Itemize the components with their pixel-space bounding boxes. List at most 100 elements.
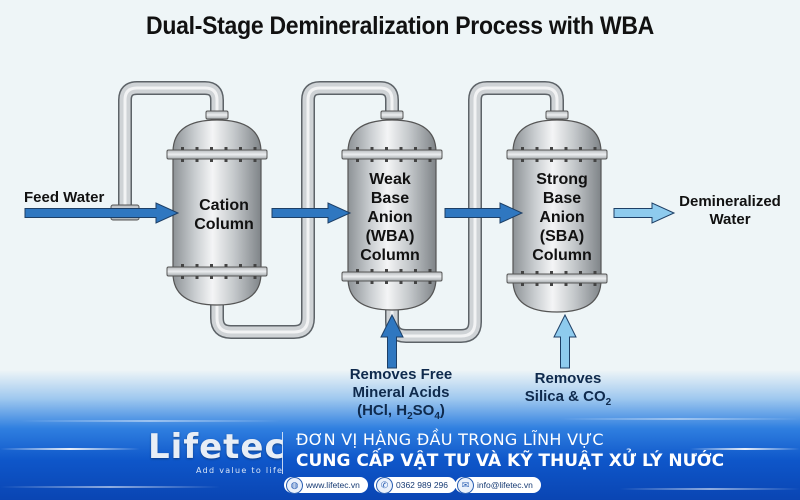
bolt (593, 271, 597, 274)
bolt (535, 271, 539, 274)
bolt (521, 283, 524, 286)
phone-icon: ✆ (376, 476, 393, 494)
banner-streak (0, 448, 140, 450)
cation-to-wba-arrow (271, 202, 352, 224)
bolt (210, 147, 213, 150)
bolt (356, 159, 359, 162)
bolt (239, 264, 242, 267)
bolt (579, 283, 582, 286)
lifetec-logo: Lifetec (148, 427, 286, 467)
sba-regen-arrow (553, 313, 577, 369)
bolt (356, 281, 359, 284)
email-link[interactable]: ✉ info@lifetec.vn (455, 476, 541, 494)
label-line: Column (360, 246, 420, 264)
bolt (579, 271, 582, 274)
bolt (414, 269, 417, 272)
flange (506, 273, 608, 284)
outlet-arrow (613, 202, 676, 224)
flange (341, 271, 443, 282)
bolt (239, 159, 242, 162)
slogan-line-1: ĐƠN VỊ HÀNG ĐẦU TRONG LĨNH VỰC (296, 430, 604, 449)
bolt (253, 147, 257, 150)
bolt (210, 159, 213, 162)
bolt (253, 159, 257, 162)
label-line: Base (370, 189, 410, 207)
vessel-body (347, 151, 437, 279)
bolt (385, 269, 388, 272)
wba-column-label: Weak Base Anion (WBA) Column (340, 171, 440, 265)
banner-streak (20, 420, 280, 422)
bolt (564, 271, 568, 274)
bolt (253, 276, 257, 279)
note-formula: (HCl, H2SO4) (326, 402, 476, 423)
bolt (370, 159, 374, 162)
bolt (593, 159, 597, 162)
formula-text: SO (412, 402, 435, 419)
wba-to-sba-arrow (444, 202, 524, 224)
wba-regen-arrow (380, 313, 404, 369)
top-nozzle (545, 110, 569, 120)
vessels (166, 110, 608, 313)
brand-tagline: Add value to life (196, 466, 284, 475)
subscript: 2 (605, 397, 612, 408)
bolt (253, 264, 257, 267)
phone-link[interactable]: ✆ 0362 989 296 (374, 476, 456, 494)
top-nozzle (380, 110, 404, 120)
flange (506, 149, 608, 160)
globe-icon: ◍ (286, 476, 303, 494)
bolt (414, 159, 417, 162)
bottom-dome (172, 272, 262, 306)
label-line: Weak (369, 171, 411, 188)
bolt (414, 281, 417, 284)
flange (166, 266, 268, 277)
bolt (550, 283, 553, 286)
label-line: Strong (536, 171, 588, 188)
bolt (521, 159, 524, 162)
top-dome (512, 119, 602, 153)
bolt (210, 276, 213, 279)
formula-text: Silica & CO (524, 388, 606, 405)
bolt (224, 159, 228, 162)
bolt (385, 159, 388, 162)
bolt (399, 159, 403, 162)
note-line: Removes (534, 370, 602, 387)
banner-streak (560, 418, 800, 420)
bolt (593, 147, 597, 150)
bolt (239, 276, 242, 279)
flange (166, 149, 268, 160)
label-line: Water (709, 210, 751, 228)
top-nozzle (205, 110, 229, 120)
bolt (370, 147, 374, 150)
note-line: Removes Free (349, 366, 453, 383)
wba-note: Removes Free Mineral Acids (HCl, H2SO4) (326, 366, 476, 423)
bolt (535, 159, 539, 162)
website-link[interactable]: ◍ www.lifetec.vn (284, 476, 368, 494)
bolt (550, 147, 553, 150)
bolt (428, 269, 432, 272)
note-line: Mineral Acids (352, 384, 450, 401)
website-text: www.lifetec.vn (306, 480, 360, 490)
bolt (224, 147, 228, 150)
bolt (521, 147, 524, 150)
slogan-line-2: CUNG CẤP VẬT TƯ VÀ KỸ THUẬT XỬ LÝ NƯỚC (296, 451, 725, 471)
demineralized-water-label: Demineralized Water (668, 193, 792, 228)
bolt (535, 147, 539, 150)
bolt (593, 283, 597, 286)
bolt (579, 159, 582, 162)
bottom-dome (347, 277, 437, 311)
bolt (356, 147, 359, 150)
bolt (224, 276, 228, 279)
bolt (521, 271, 524, 274)
label-line: (SBA) (539, 227, 585, 245)
bolt (550, 271, 553, 274)
bolt (399, 269, 403, 272)
label-line: Base (542, 189, 582, 207)
bolt (414, 147, 417, 150)
bolt (224, 264, 228, 267)
bolt (181, 276, 184, 279)
feed-water-label: Feed Water (24, 189, 105, 206)
flow-arrows (24, 202, 676, 369)
bolt (428, 147, 432, 150)
sba-note: Removes Silica & CO2 (508, 370, 628, 409)
feed-arrow (24, 202, 180, 224)
